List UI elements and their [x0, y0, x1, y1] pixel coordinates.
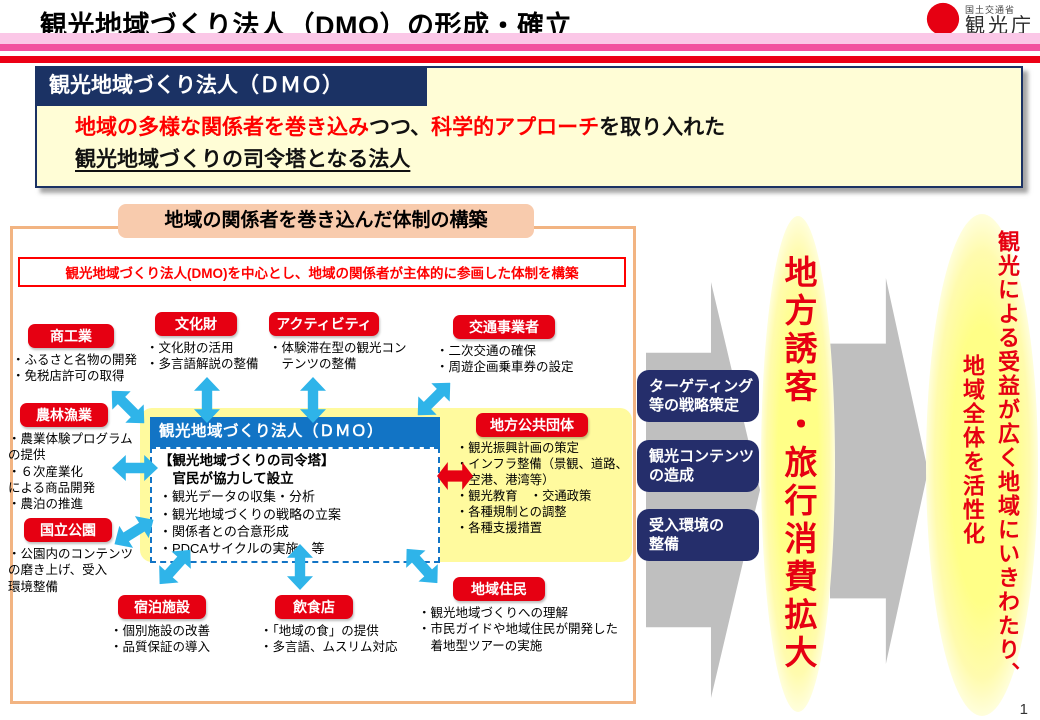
definition-emphasis-2: 科学的アプローチ — [431, 116, 600, 139]
list-item: ・免税店許可の取得 — [12, 369, 125, 384]
list-national-park: ・公園内のコンテンツ の磨き上げ、受入 環境整備 — [8, 546, 153, 595]
diagram-title: 地域の関係者を巻き込んだ体制の構築 — [118, 204, 534, 238]
list-item: ・ふるさと名物の開発 — [12, 353, 138, 367]
badge-local-residents: 地域住民 — [453, 577, 545, 601]
badge-local-government: 地方公共団体 — [476, 413, 588, 437]
list-item: ・観光地域づくりの戦略の立案 — [159, 506, 342, 522]
list-item: ・公園内のコンテンツ の磨き上げ、受入 環境整備 — [8, 547, 134, 594]
diagram-subtitle: 観光地域づくり法人(DMO)を中心とし、地域の関係者が主体的に参画した体制を構築 — [18, 257, 626, 287]
list-item: ・体験滞在型の観光コン テンツの整備 — [269, 341, 407, 372]
title-divider-pink-light — [0, 33, 1040, 44]
badge-cultural-assets: 文化財 — [155, 312, 237, 336]
list-transport-operators: ・二次交通の確保 ・周遊企画乗車券の設定 — [436, 343, 616, 376]
list-item: ・各種規制との調整 — [456, 504, 567, 519]
badge-agriculture-forestry-fishery: 農林漁業 — [20, 403, 108, 427]
list-activity: ・体験滞在型の観光コン テンツの整備 — [269, 340, 434, 373]
dmo-box-body: 【観光地域づくりの司令塔】 官民が協力して設立 ・観光データの収集・分析 ・観光… — [150, 447, 440, 563]
list-item: ・農業体験プログラム の提供 — [8, 432, 133, 463]
agency-logo: 国土交通省 観光庁 — [926, 2, 1034, 41]
list-item: ・文化財の活用 — [146, 341, 234, 355]
dmo-founding-line: 官民が協力して設立 — [159, 471, 294, 487]
badge-restaurants: 飲食店 — [275, 595, 353, 619]
list-cultural-assets: ・文化財の活用 ・多言語解説の整備 — [146, 340, 292, 373]
title-divider-pink-dark — [0, 44, 1040, 51]
title-divider-red — [0, 56, 1040, 63]
agency-name: 観光庁 — [965, 14, 1034, 37]
definition-plain-2: を取り入れた — [599, 116, 726, 139]
list-item: ・二次交通の確保 — [436, 344, 537, 358]
list-item: ・６次産業化 による商品開発 — [8, 464, 96, 495]
step-content-creation: 観光コンテンツ の造成 — [637, 440, 759, 492]
outcome-ellipse-consumption: 地方誘客・旅行消費拡大 — [761, 216, 835, 712]
list-restaurants: ・「地域の食」の提供 ・多言語、ムスリム対応 — [260, 623, 435, 656]
step-targeting-strategy: ターゲティング 等の戦略策定 — [637, 370, 759, 422]
step-reception-environment: 受入環境の 整備 — [637, 509, 759, 561]
list-item: ・多言語解説の整備 — [146, 357, 259, 372]
definition-header: 観光地域づくり法人（ＤＭＯ） — [35, 66, 427, 106]
outcome-text-revitalization: 観光による受益が広く地域にいきわたり、 地域全体を活性化 — [956, 214, 1023, 716]
list-item: ・観光教育 ・交通政策 — [456, 488, 592, 503]
definition-emphasis-1: 地域の多様な関係者を巻き込み — [75, 116, 369, 139]
definition-line2: 観光地域づくりの司令塔となる法人 — [75, 148, 411, 171]
list-item: ・PDCAサイクルの実施 等 — [159, 541, 325, 557]
list-accommodation: ・個別施設の改善 ・品質保証の導入 — [110, 623, 255, 656]
list-item: ・品質保証の導入 — [110, 640, 211, 655]
outcome-ellipse-revitalization: 観光による受益が広く地域にいきわたり、 地域全体を活性化 — [926, 214, 1038, 716]
outcome-revitalization-line1: 観光による受益が広く地域にいきわたり、 — [995, 230, 1020, 686]
dmo-box-header: 観光地域づくり法人（ＤＭＯ） — [150, 417, 440, 447]
list-item: ・周遊企画乗車券の設定 — [436, 360, 574, 375]
list-agriculture-forestry-fishery: ・農業体験プログラム の提供 ・６次産業化 による商品開発 ・農泊の推進 — [8, 431, 148, 512]
list-item: ・観光地域づくりへの理解 — [418, 606, 569, 620]
list-commerce-industry: ・ふるさと名物の開発 ・免税店許可の取得 — [12, 352, 162, 385]
list-item: ・多言語、ムスリム対応 — [260, 640, 398, 655]
dmo-role-line: 【観光地域づくりの司令塔】 — [159, 453, 335, 468]
list-item: ・「地域の食」の提供 — [260, 624, 379, 638]
badge-transport-operators: 交通事業者 — [453, 315, 555, 339]
list-local-residents: ・観光地域づくりへの理解 ・市民ガイドや地域住民が開発した 着地型ツアーの実施 — [418, 605, 633, 654]
badge-accommodation: 宿泊施設 — [118, 595, 206, 619]
flow-arrow-gray-2 — [830, 278, 928, 664]
page-number: 1 — [1019, 701, 1028, 718]
list-item: ・関係者との合意形成 — [159, 523, 289, 539]
outcome-revitalization-line2: 地域全体を活性化 — [960, 354, 985, 546]
outcome-text-consumption: 地方誘客・旅行消費拡大 — [780, 255, 817, 673]
badge-commerce-industry: 商工業 — [28, 324, 114, 348]
list-item: ・個別施設の改善 — [110, 624, 211, 638]
list-item: ・インフラ整備（景観、道路、 空港、港湾等） — [456, 456, 628, 487]
list-local-government: ・観光振興計画の策定 ・インフラ整備（景観、道路、 空港、港湾等） ・観光教育 … — [456, 441, 636, 537]
list-item: ・観光振興計画の策定 — [456, 441, 579, 455]
badge-activity: アクティビティ — [269, 312, 379, 336]
definition-plain-1: つつ、 — [369, 116, 432, 139]
definition-line1: 地域の多様な関係者を巻き込みつつ、科学的アプローチを取り入れた — [75, 111, 725, 141]
list-item: ・市民ガイドや地域住民が開発した 着地型ツアーの実施 — [418, 622, 619, 653]
agency-logo-icon — [926, 2, 960, 41]
ministry-name: 国土交通省 — [965, 5, 1016, 16]
list-item: ・農泊の推進 — [8, 497, 84, 511]
dmo-box: 観光地域づくり法人（ＤＭＯ） 【観光地域づくりの司令塔】 官民が協力して設立 ・… — [150, 417, 440, 563]
list-item: ・観光データの収集・分析 — [159, 489, 316, 505]
list-item: ・各種支援措置 — [456, 520, 543, 535]
badge-national-park: 国立公園 — [24, 518, 112, 542]
